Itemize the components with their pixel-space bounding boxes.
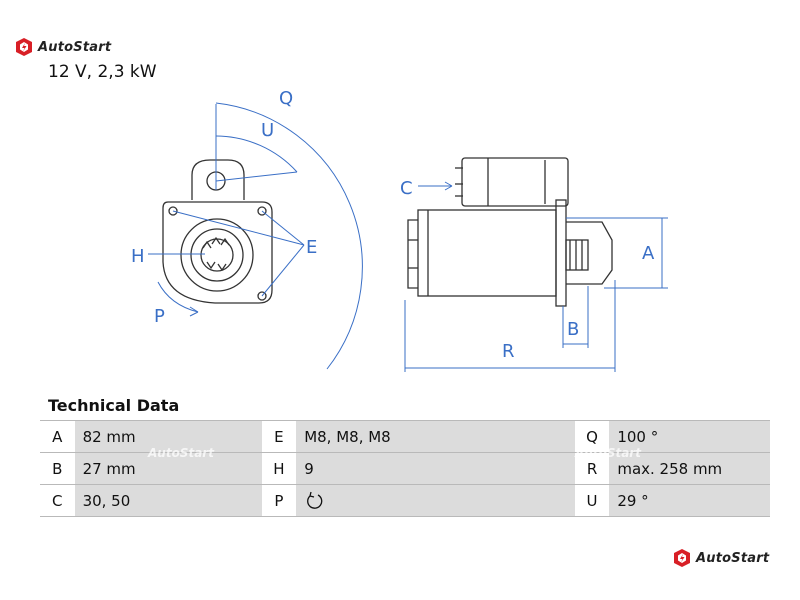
param-key: Q xyxy=(574,420,610,453)
label-b: B xyxy=(567,319,579,340)
technical-data-title: Technical Data xyxy=(48,396,180,415)
param-value: max. 258 mm xyxy=(609,452,770,485)
technical-data-table: A 82 mm E M8, M8, M8 Q 100 ° B 27 mm H 9… xyxy=(40,420,770,517)
param-key: U xyxy=(574,484,610,517)
label-u: U xyxy=(261,120,274,141)
param-key: H xyxy=(261,452,297,485)
table-row: A 82 mm E M8, M8, M8 Q 100 ° xyxy=(40,420,770,453)
param-key: A xyxy=(40,420,75,453)
param-value: 82 mm xyxy=(74,420,262,453)
rotation-direction-icon xyxy=(307,491,323,509)
param-value: 100 ° xyxy=(609,420,770,453)
watermark: AutoStart xyxy=(148,446,214,460)
label-r: R xyxy=(502,341,515,362)
label-e: E xyxy=(306,237,317,258)
table-row: C 30, 50 P U 29 ° xyxy=(40,484,770,517)
brand-logo: AutoStart xyxy=(14,37,111,57)
label-h: H xyxy=(131,246,145,267)
label-p: P xyxy=(154,306,165,327)
param-value: M8, M8, M8 xyxy=(296,420,575,453)
param-key: P xyxy=(261,484,297,517)
autostart-logo-icon xyxy=(674,549,690,567)
front-view-dimensions xyxy=(148,102,363,370)
param-value: 30, 50 xyxy=(74,484,262,517)
param-value-rotation xyxy=(296,484,575,517)
table-row: B 27 mm H 9 R max. 258 mm xyxy=(40,452,770,485)
front-view xyxy=(162,159,273,304)
param-value: 27 mm xyxy=(74,452,262,485)
brand-name: AutoStart xyxy=(696,550,770,566)
label-q: Q xyxy=(279,88,293,109)
param-key: B xyxy=(40,452,75,485)
product-voltage-power: 12 V, 2,3 kW xyxy=(48,62,157,82)
starter-technical-drawing: Q U E H P C A B R xyxy=(131,88,668,372)
param-value: 29 ° xyxy=(609,484,770,517)
label-a: A xyxy=(642,243,655,264)
param-key: C xyxy=(40,484,75,517)
watermark: AutoStart xyxy=(575,446,641,460)
side-view-dimensions xyxy=(404,181,668,372)
autostart-logo-icon xyxy=(16,38,32,56)
param-value: 9 xyxy=(296,452,575,485)
brand-logo-footer: AutoStart xyxy=(672,548,769,568)
side-view xyxy=(407,157,613,307)
param-key: E xyxy=(261,420,297,453)
brand-name: AutoStart xyxy=(38,39,112,55)
label-c: C xyxy=(400,178,413,199)
